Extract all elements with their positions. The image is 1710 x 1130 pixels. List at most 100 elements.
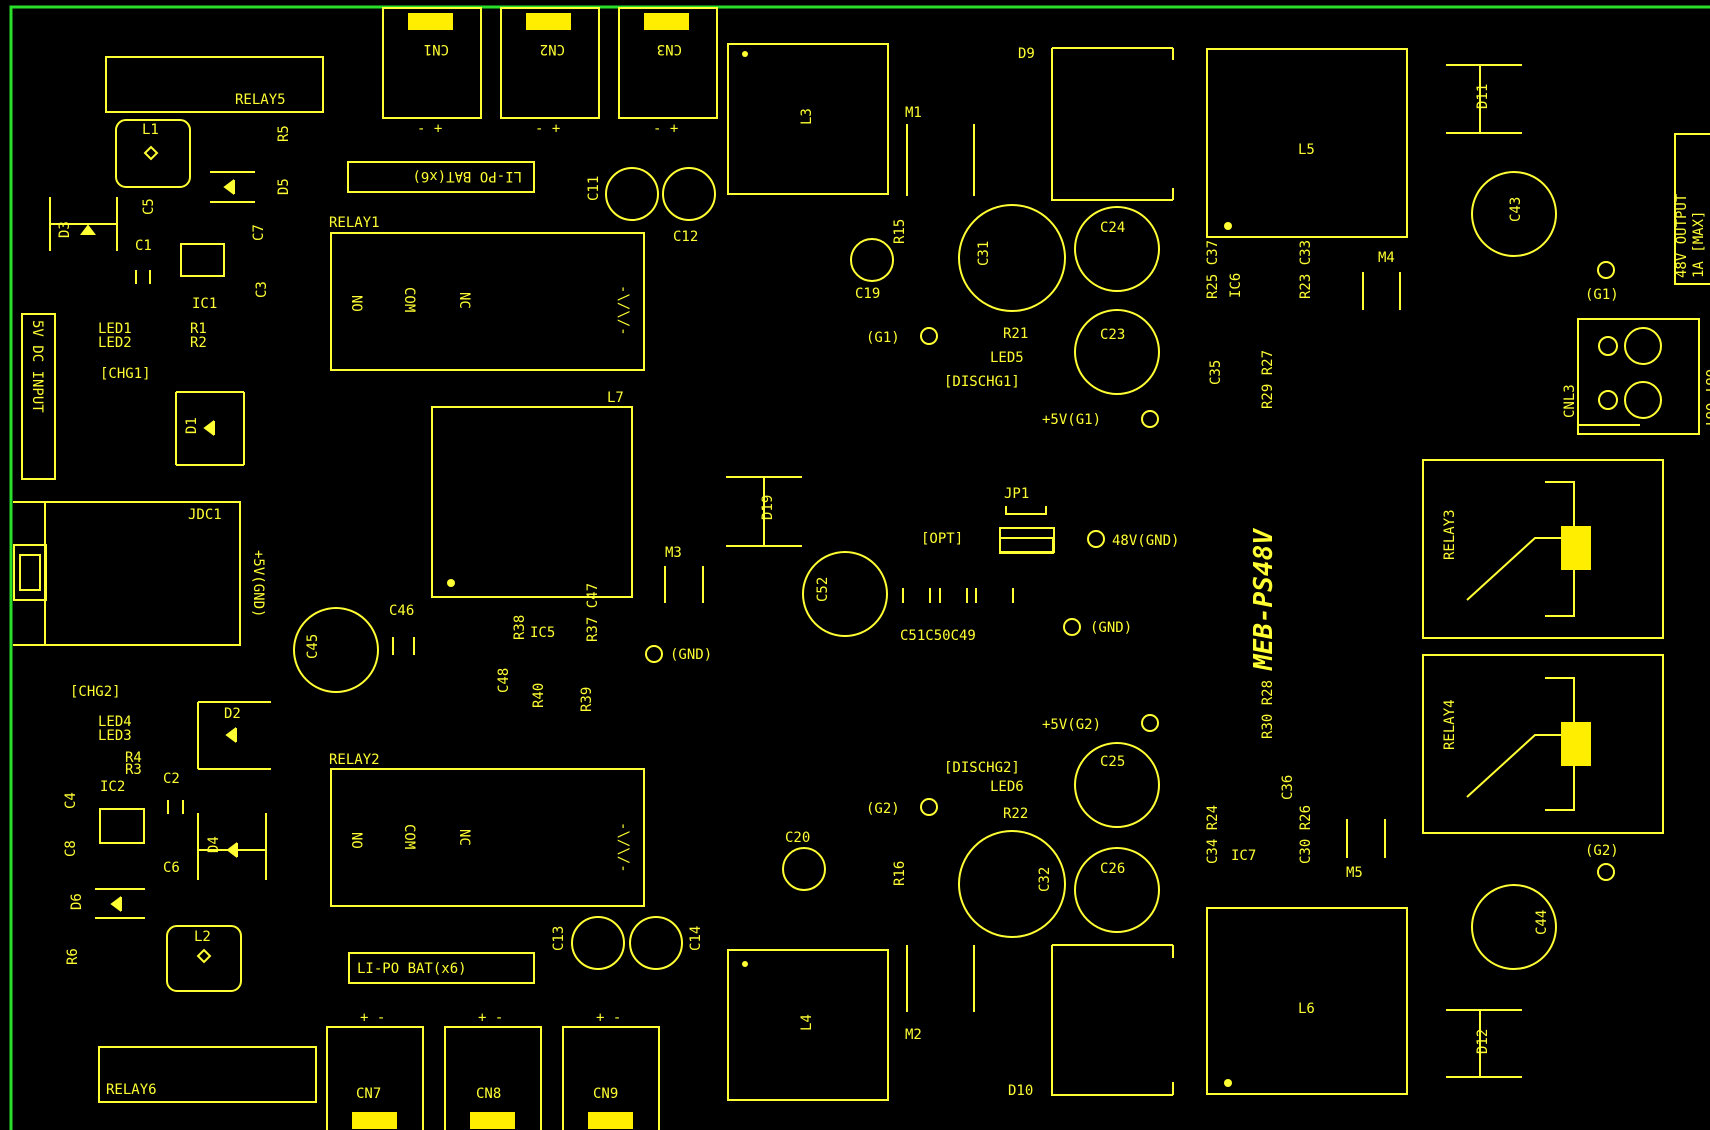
m1-outline (906, 124, 975, 196)
board-title: MEB-PS48V (1249, 528, 1279, 671)
svg-text:NO: NO (348, 832, 364, 849)
relay6-label: RELAY6 (106, 1082, 157, 1098)
cn9-polarity: + - (596, 1010, 621, 1026)
diode-d12-outline (1446, 1009, 1522, 1078)
svg-text:IC6: IC6 (1228, 273, 1244, 298)
inductor-l7: L7 (431, 390, 633, 598)
connector-cn2: CN2 - + (500, 7, 600, 137)
testpoint-g2-left (920, 798, 938, 816)
dc-input-label: 5V DC INPUT (29, 320, 45, 413)
dc-input-box (21, 313, 56, 480)
testpoint-g1-right (1597, 261, 1615, 279)
svg-text:C51C50C49: C51C50C49 (900, 628, 976, 644)
svg-text:M4: M4 (1378, 250, 1395, 266)
diode-d5: D5 (210, 171, 292, 203)
cap-c14: C14 (629, 916, 704, 970)
svg-text:R16: R16 (892, 861, 908, 886)
connector-cn1: CN1 - + (382, 7, 482, 137)
cap-c13: C13 (551, 916, 625, 970)
relay1: RELAY1 NO COM NC -\/\/- (329, 215, 645, 371)
svg-text:R15: R15 (892, 219, 908, 244)
svg-text:R37 C47: R37 C47 (585, 583, 601, 642)
svg-text:R3: R3 (125, 762, 142, 778)
inductor-l1: L1 (115, 119, 191, 188)
diode-d10-outline (1051, 944, 1174, 1096)
svg-text:C3: C3 (254, 281, 270, 298)
relay3-label: RELAY3 (1442, 509, 1458, 560)
svg-text:C25: C25 (1100, 754, 1125, 770)
silkscreen: CN1 - + CN2 - + CN3 - + CN7 + - CN8 + - (13, 7, 1710, 1130)
inductor-l5: L5 (1206, 48, 1408, 238)
cn3-label: CN3 (657, 41, 682, 57)
relay5-outline (105, 56, 324, 113)
testpoint-5v-g1 (1141, 410, 1159, 428)
svg-text:C14: C14 (688, 926, 704, 951)
svg-text:R40: R40 (531, 683, 547, 708)
inductor-l6: L6 (1206, 907, 1408, 1095)
svg-text:D19: D19 (760, 495, 776, 520)
svg-text:D10: D10 (1008, 1083, 1033, 1099)
connector-cn8: CN8 + - (444, 1010, 542, 1130)
svg-text:R25 C37: R25 C37 (1205, 240, 1221, 299)
diode-d4: D4 (197, 813, 267, 880)
svg-text:[DISCHG2]: [DISCHG2] (944, 760, 1020, 776)
svg-text:C44: C44 (1534, 910, 1550, 935)
m3-outline (664, 566, 704, 603)
cn9-label: CN9 (593, 1086, 618, 1102)
svg-text:C1: C1 (135, 238, 152, 254)
svg-text:LED5: LED5 (990, 350, 1024, 366)
diode-d9-outline (1051, 47, 1174, 201)
testpoint-5v-g2 (1141, 714, 1159, 732)
cap-c11: C11 (586, 167, 659, 221)
svg-text:(G2): (G2) (866, 801, 900, 817)
svg-text:C2: C2 (163, 771, 180, 787)
svg-text:LED3: LED3 (98, 728, 132, 744)
diode-d1: D1 (175, 391, 245, 466)
bat-top-box (347, 161, 535, 193)
svg-text:COM: COM (401, 824, 417, 849)
diode-d11-outline (1446, 64, 1522, 134)
svg-text:C36: C36 (1280, 775, 1296, 800)
cap-c44: C44 (1471, 884, 1557, 970)
testpoint-g1-left (920, 327, 938, 345)
cap-c32: C32 (958, 830, 1066, 938)
m5-outline (1346, 819, 1386, 858)
svg-text:+5V(G1): +5V(G1) (1042, 412, 1101, 428)
svg-text:[OPT]: [OPT] (921, 531, 963, 547)
relay3: RELAY3 (1422, 459, 1664, 639)
cap-c12: C12 (662, 167, 716, 245)
svg-text:IC1: IC1 (192, 296, 217, 312)
svg-text:C30 R26: C30 R26 (1298, 805, 1314, 864)
svg-text:COM: COM (401, 287, 417, 312)
svg-text:+5V(G2): +5V(G2) (1042, 717, 1101, 733)
inductor-l2: L2 (166, 925, 242, 992)
svg-text:-\/\/-: -\/\/- (615, 285, 631, 336)
ic2-outline (99, 808, 145, 844)
svg-text:[CHG2]: [CHG2] (70, 684, 121, 700)
svg-text:R22: R22 (1003, 806, 1028, 822)
svg-text:(G1): (G1) (866, 330, 900, 346)
svg-text:C4: C4 (63, 792, 79, 809)
relay1-label: RELAY1 (329, 215, 380, 231)
svg-text:L3: L3 (799, 108, 815, 125)
svg-text:LED1: LED1 (98, 321, 132, 337)
cap-c52: C52 (802, 551, 888, 637)
svg-text:48V OUTPUT: 48V OUTPUT (1674, 193, 1690, 278)
svg-text:D6: D6 (69, 893, 85, 910)
cn1-polarity: - + (417, 121, 442, 137)
svg-text:C48: C48 (496, 668, 512, 693)
svg-text:JP1: JP1 (1004, 486, 1029, 502)
svg-text:C34 R24: C34 R24 (1205, 805, 1221, 864)
svg-text:C31: C31 (976, 241, 992, 266)
diode-d6: D6 (69, 888, 145, 919)
testpoint-gnd-left (645, 645, 663, 663)
svg-text:IC7: IC7 (1231, 848, 1256, 864)
svg-text:C45: C45 (305, 634, 321, 659)
svg-text:D12: D12 (1475, 1029, 1491, 1054)
cap-c24: C24 (1074, 206, 1160, 292)
bat-top-label: LI-PO BAT(x6) (412, 168, 522, 184)
testpoint-48v-gnd (1087, 530, 1105, 548)
svg-text:C5: C5 (141, 198, 157, 215)
cap-c20: C20 (782, 830, 826, 891)
